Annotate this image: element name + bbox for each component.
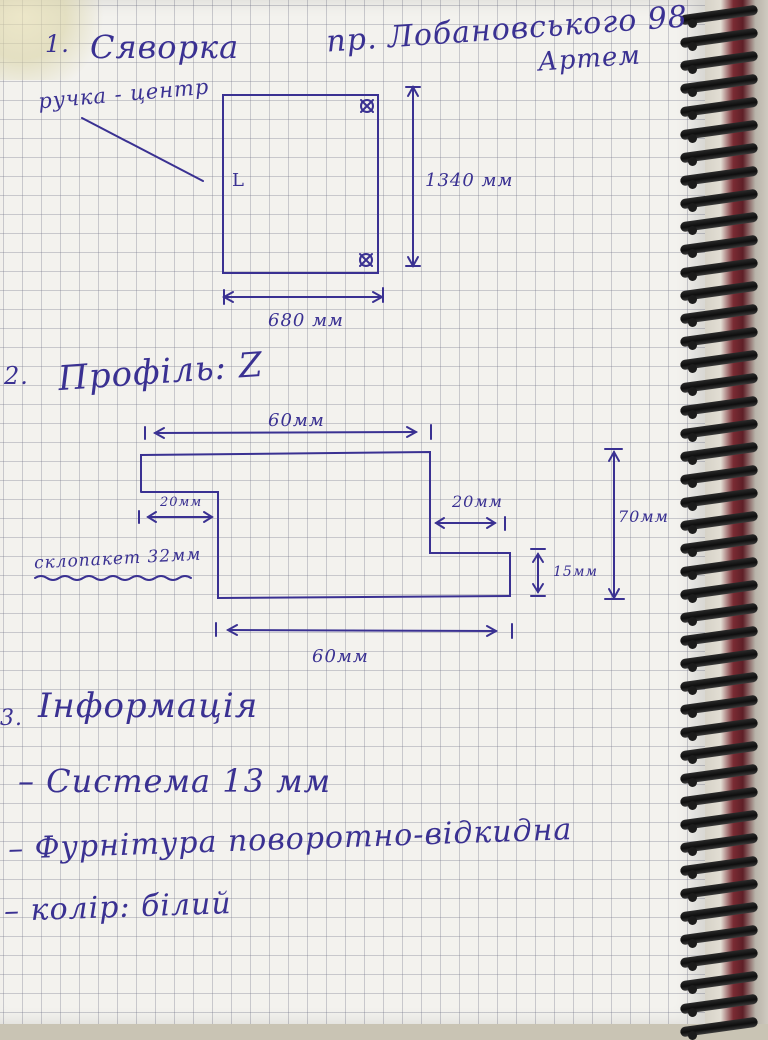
section1-title: Сяворка bbox=[90, 28, 240, 66]
binding-hole bbox=[688, 778, 697, 787]
binding-hole bbox=[688, 502, 697, 511]
binding-hole bbox=[688, 640, 697, 649]
width-label: 680 мм bbox=[268, 310, 344, 331]
section1-number: 1. bbox=[45, 30, 70, 58]
binding-hole bbox=[688, 180, 697, 189]
notebook-page bbox=[0, 0, 705, 1024]
binding-hole bbox=[688, 617, 697, 626]
binding-hole bbox=[688, 1008, 697, 1017]
binding-hole bbox=[688, 134, 697, 143]
binding-hole bbox=[688, 1031, 697, 1040]
binding-hole bbox=[688, 272, 697, 281]
handle-pointer-line bbox=[81, 117, 204, 182]
binding-hole bbox=[688, 364, 697, 373]
binding-hole bbox=[688, 548, 697, 557]
binding-hole bbox=[688, 916, 697, 925]
hinge-bottom-icon bbox=[359, 253, 373, 267]
binding-hole bbox=[688, 111, 697, 120]
left-flange-label: 20мм bbox=[160, 495, 203, 510]
binding-hole bbox=[688, 962, 697, 971]
binding-hole bbox=[688, 433, 697, 442]
binding-hole bbox=[688, 571, 697, 580]
section3-title: Інформація bbox=[38, 686, 259, 726]
binding-hole bbox=[688, 65, 697, 74]
binding-hole bbox=[688, 732, 697, 741]
binding-hole bbox=[688, 318, 697, 327]
binding-hole bbox=[688, 203, 697, 212]
binding-hole bbox=[688, 847, 697, 856]
binding-hole bbox=[688, 19, 697, 28]
binding-hole bbox=[688, 939, 697, 948]
top-width-label: 60мм bbox=[268, 410, 325, 431]
binding-hole bbox=[688, 410, 697, 419]
binding-hole bbox=[688, 525, 697, 534]
binding-hole bbox=[688, 249, 697, 258]
binding-hole bbox=[688, 893, 697, 902]
flange-height-label: 15мм bbox=[553, 564, 599, 580]
section2-number: 2. bbox=[4, 362, 29, 390]
info-item-system: – Система 13 мм bbox=[18, 762, 332, 800]
z-profile-outline bbox=[140, 450, 511, 600]
binding-hole bbox=[688, 387, 697, 396]
binding-hole bbox=[688, 801, 697, 810]
binding-hole bbox=[688, 686, 697, 695]
section3-number: 3. bbox=[0, 706, 23, 731]
hinge-top-icon bbox=[360, 99, 374, 113]
fabric-background bbox=[0, 0, 110, 80]
binding-hole bbox=[688, 341, 697, 350]
binding-hole bbox=[688, 479, 697, 488]
binding-hole bbox=[688, 824, 697, 833]
glass-underline bbox=[34, 575, 192, 581]
total-height-label: 70мм bbox=[618, 507, 669, 526]
sash-outline bbox=[222, 94, 379, 274]
height-label: 1340 мм bbox=[425, 170, 514, 191]
binding-hole bbox=[688, 295, 697, 304]
binding-hole bbox=[688, 456, 697, 465]
binding-hole bbox=[688, 870, 697, 879]
binding-hole bbox=[688, 663, 697, 672]
binding-hole bbox=[688, 157, 697, 166]
binding-hole bbox=[688, 709, 697, 718]
binding-hole bbox=[688, 985, 697, 994]
binding-hole bbox=[688, 88, 697, 97]
handle-side-marker: L bbox=[232, 170, 245, 191]
binding-hole bbox=[688, 42, 697, 51]
binding-hole bbox=[688, 594, 697, 603]
binding-hole bbox=[688, 755, 697, 764]
binding-hole bbox=[688, 226, 697, 235]
right-flange-label: 20мм bbox=[452, 492, 503, 511]
bottom-width-label: 60мм bbox=[312, 646, 369, 667]
